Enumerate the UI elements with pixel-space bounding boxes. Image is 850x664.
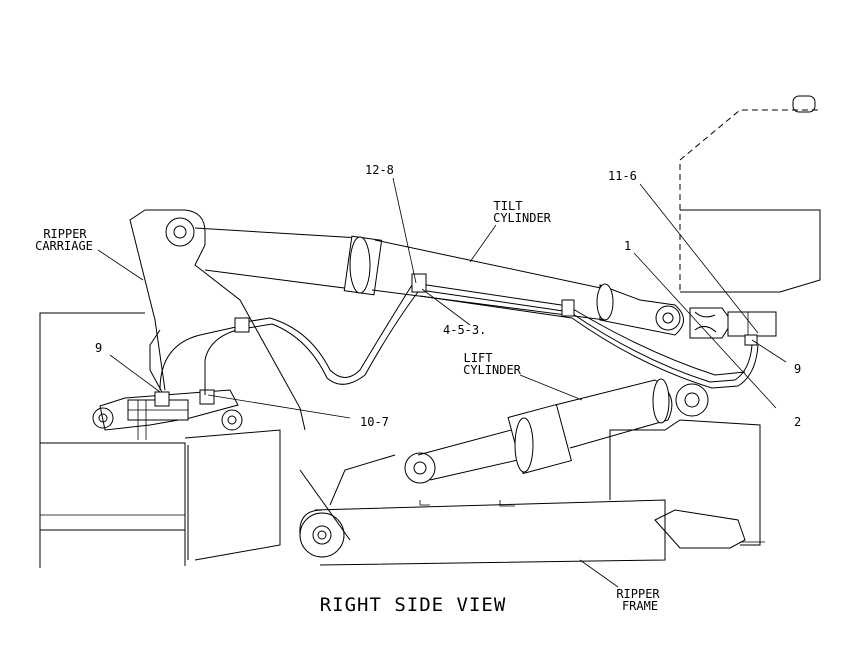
view-title: RIGHT SIDE VIEW (320, 594, 507, 616)
ripper-frame-label-1: RIPPER (616, 587, 660, 601)
ripper-frame-label-2: FRAME (622, 599, 658, 613)
lift-cylinder (404, 378, 673, 484)
ripper-carriage-label-2: CARRIAGE (35, 239, 93, 253)
tilt-cylinder-label-2: CYLINDER (493, 211, 552, 225)
callout-10-7: 10-7 (360, 415, 389, 429)
leader-lines (97, 177, 787, 588)
ripper-carriage-label-1: RIPPER (43, 227, 87, 241)
callout-12-8: 12-8 (365, 163, 394, 177)
tilt-cylinder (194, 227, 684, 336)
callout-9-right: 9 (794, 362, 801, 376)
callout-4-5-3: 4-5-3. (443, 323, 486, 337)
rear-bracket (675, 95, 821, 417)
callout-1: 1 (624, 239, 631, 253)
callout-9-left: 9 (95, 341, 102, 355)
machine-body (39, 312, 281, 568)
lift-cylinder-label-2: CYLINDER (463, 363, 522, 377)
callout-11-6: 11-6 (608, 169, 637, 183)
lower-mount (92, 389, 243, 440)
tilt-cylinder-label-1: TILT (494, 199, 523, 213)
ripper-carriage (129, 209, 306, 431)
callout-2: 2 (794, 415, 801, 429)
lift-cylinder-label-1: LIFT (464, 351, 493, 365)
ripper-frame (299, 419, 765, 566)
hydraulic-hoses (159, 273, 759, 395)
